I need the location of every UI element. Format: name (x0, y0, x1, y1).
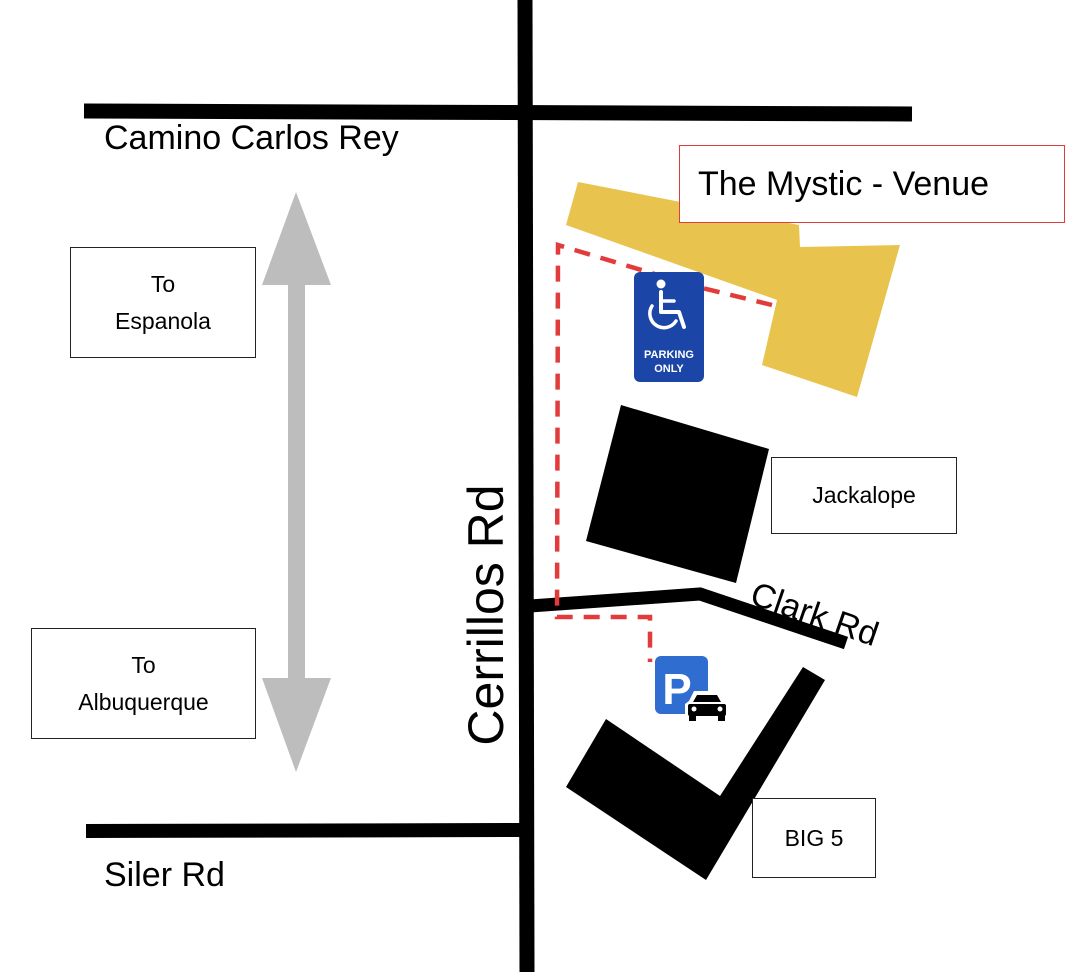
wheelchair-icon (648, 279, 686, 330)
label-cerrillos-rd: Cerrillos Rd (458, 484, 514, 746)
venue-label: The Mystic - Venue (698, 164, 990, 203)
car-icon (685, 691, 729, 721)
direction-south-line1: To (131, 651, 156, 678)
label-box-big5: BIG 5 (752, 798, 876, 878)
venue-building (566, 182, 900, 397)
direction-north-line2: Espanola (115, 307, 211, 334)
road-camino-carlos-rey (83, 103, 913, 122)
venue-label-box: The Mystic - Venue (679, 145, 1065, 223)
accessible-parking-sign: PARKING ONLY (634, 272, 704, 382)
accessible-sign-line2: ONLY (654, 363, 684, 375)
accessible-sign-line1: PARKING (644, 349, 694, 361)
label-big5: BIG 5 (784, 824, 844, 851)
jackalope-building (586, 405, 769, 583)
label-camino-carlos-rey: Camino Carlos Rey (104, 119, 399, 157)
direction-north-line1: To (150, 270, 176, 297)
direction-box-espanola: To Espanola (70, 247, 256, 358)
direction-south-line2: Albuquerque (78, 688, 209, 715)
label-box-jackalope: Jackalope (771, 457, 957, 534)
label-jackalope: Jackalope (812, 482, 916, 509)
road-clark (529, 587, 849, 650)
direction-box-albuquerque: To Albuquerque (31, 628, 256, 739)
road-cerrillos (517, 0, 535, 972)
road-siler (85, 823, 523, 838)
accessible-route (554, 241, 773, 662)
double-arrow-icon (262, 192, 331, 772)
big5-building (566, 667, 825, 880)
label-siler-rd: Siler Rd (104, 856, 225, 894)
